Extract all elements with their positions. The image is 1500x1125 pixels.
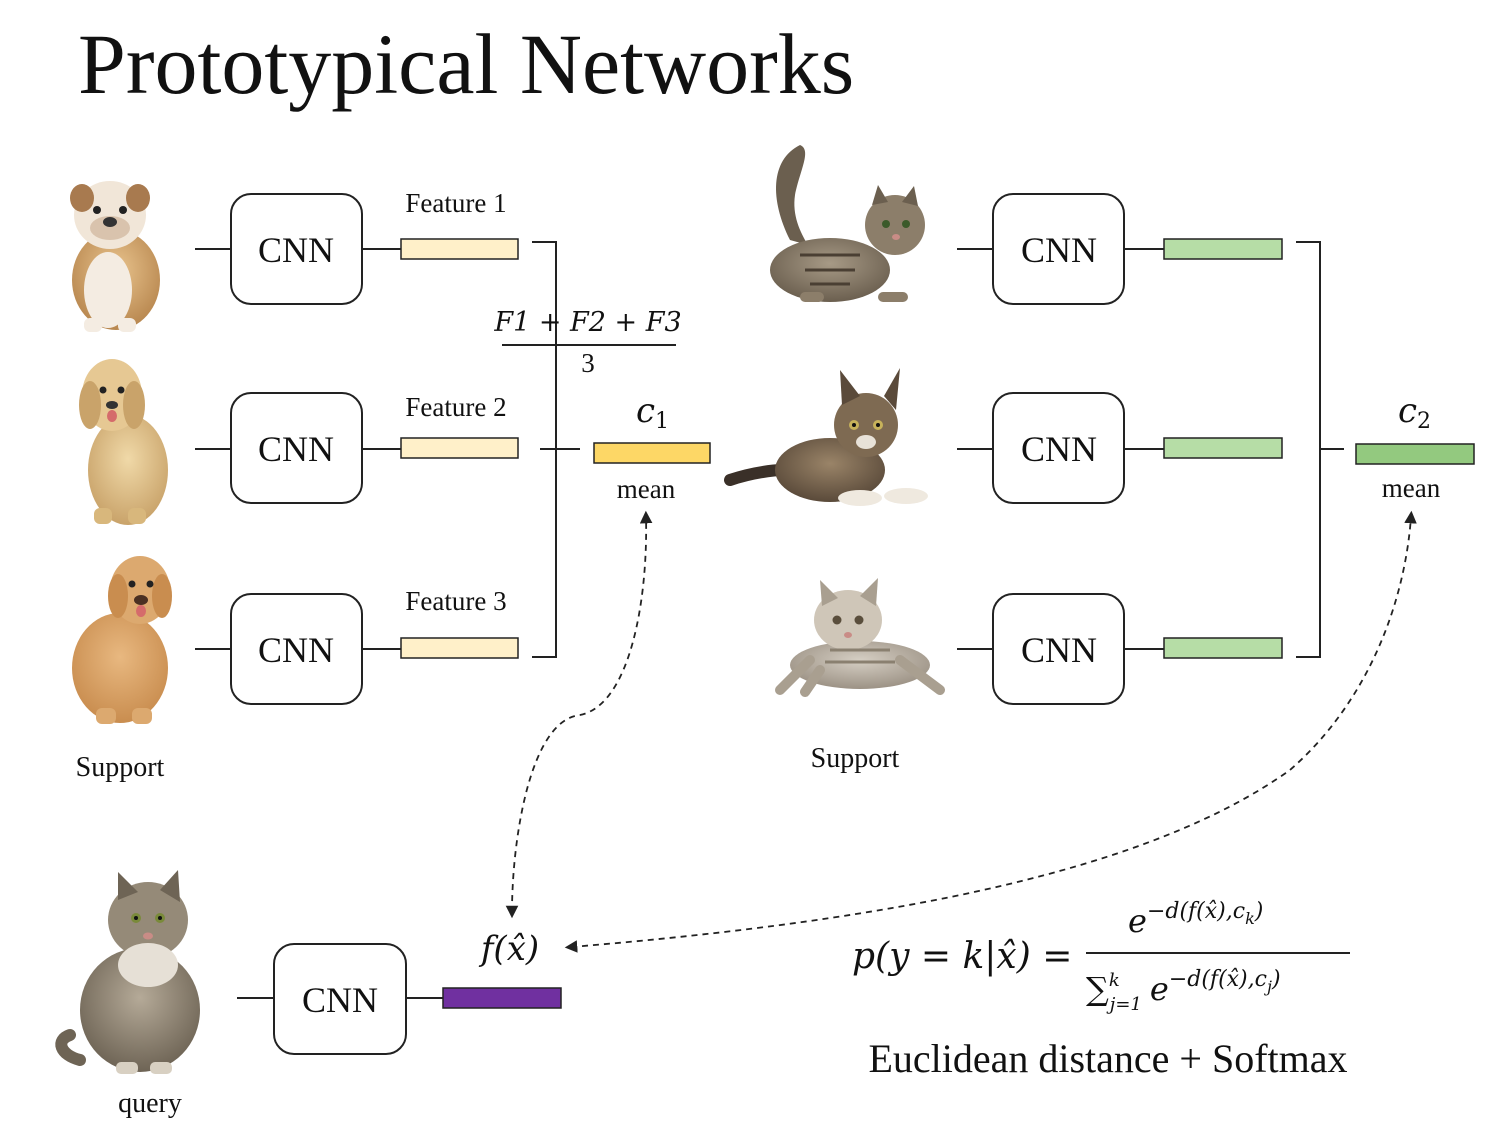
feature-vector-dog bbox=[400, 437, 519, 459]
feature-vector-cat bbox=[1163, 437, 1283, 459]
prototype-symbol: c2 bbox=[1398, 391, 1431, 434]
feature-vector-cat bbox=[1163, 637, 1283, 659]
cat-row-3: CNN bbox=[957, 593, 1283, 705]
query-label: query bbox=[118, 1088, 182, 1119]
dog-row-3: CNN Feature 3 bbox=[195, 586, 519, 705]
prototype-c2: c2 mean bbox=[1355, 391, 1475, 503]
mean-label: mean bbox=[1382, 473, 1441, 503]
query-feature-label: f(x̂) bbox=[478, 929, 539, 969]
bulldog-image bbox=[70, 181, 160, 332]
fraction-denominator: 3 bbox=[581, 348, 595, 378]
tabby-cat-image bbox=[770, 145, 925, 302]
prototype-vector bbox=[1355, 443, 1475, 465]
feature-vector-cat bbox=[1163, 238, 1283, 260]
query-feature-vector bbox=[442, 987, 562, 1009]
cat-aggregation-brace bbox=[1296, 241, 1344, 658]
support-label-dogs: Support bbox=[76, 752, 165, 783]
query-cat-image bbox=[55, 870, 200, 1074]
cnn-label: CNN bbox=[1021, 230, 1097, 270]
mean-label: mean bbox=[617, 474, 676, 504]
prototype-vector bbox=[593, 442, 711, 464]
cnn-label: CNN bbox=[1021, 630, 1097, 670]
page-title: Prototypical Networks bbox=[78, 16, 854, 112]
formula-lhs: p(y = k|x̂) = bbox=[852, 936, 1072, 977]
fraction-numerator: F1 + F2 + F3 bbox=[493, 307, 681, 338]
dog-aggregation-brace bbox=[532, 241, 580, 658]
formula-numerator: e−d(f(x̂),ck) bbox=[1128, 899, 1263, 940]
silver-kitten-image bbox=[775, 578, 945, 697]
labrador-image bbox=[72, 556, 172, 724]
support-label-cats: Support bbox=[811, 743, 900, 774]
feature-vector-dog bbox=[400, 637, 519, 659]
feature-label: Feature 1 bbox=[405, 188, 506, 218]
cnn-label: CNN bbox=[258, 429, 334, 469]
distance-arrow-c2 bbox=[564, 510, 1417, 953]
dog-row-1: CNN Feature 1 bbox=[195, 188, 519, 305]
feature-vector-dog bbox=[400, 238, 519, 260]
dog-row-2: CNN Feature 2 bbox=[195, 392, 519, 504]
cnn-label: CNN bbox=[302, 980, 378, 1020]
golden-retriever-image bbox=[79, 359, 168, 525]
prototype-c1: c1 mean bbox=[593, 391, 711, 504]
cat-row-2: CNN bbox=[957, 392, 1283, 504]
cnn-label: CNN bbox=[258, 630, 334, 670]
distance-arrow-c1 bbox=[505, 510, 653, 919]
cat-row-1: CNN bbox=[957, 193, 1283, 305]
kitten-image bbox=[724, 368, 928, 506]
formula-caption: Euclidean distance + Softmax bbox=[868, 1036, 1347, 1081]
cnn-label: CNN bbox=[1021, 429, 1097, 469]
prototype-symbol: c1 bbox=[636, 391, 669, 434]
feature-label: Feature 3 bbox=[405, 586, 506, 616]
feature-label: Feature 2 bbox=[405, 392, 506, 422]
cnn-label: CNN bbox=[258, 230, 334, 270]
